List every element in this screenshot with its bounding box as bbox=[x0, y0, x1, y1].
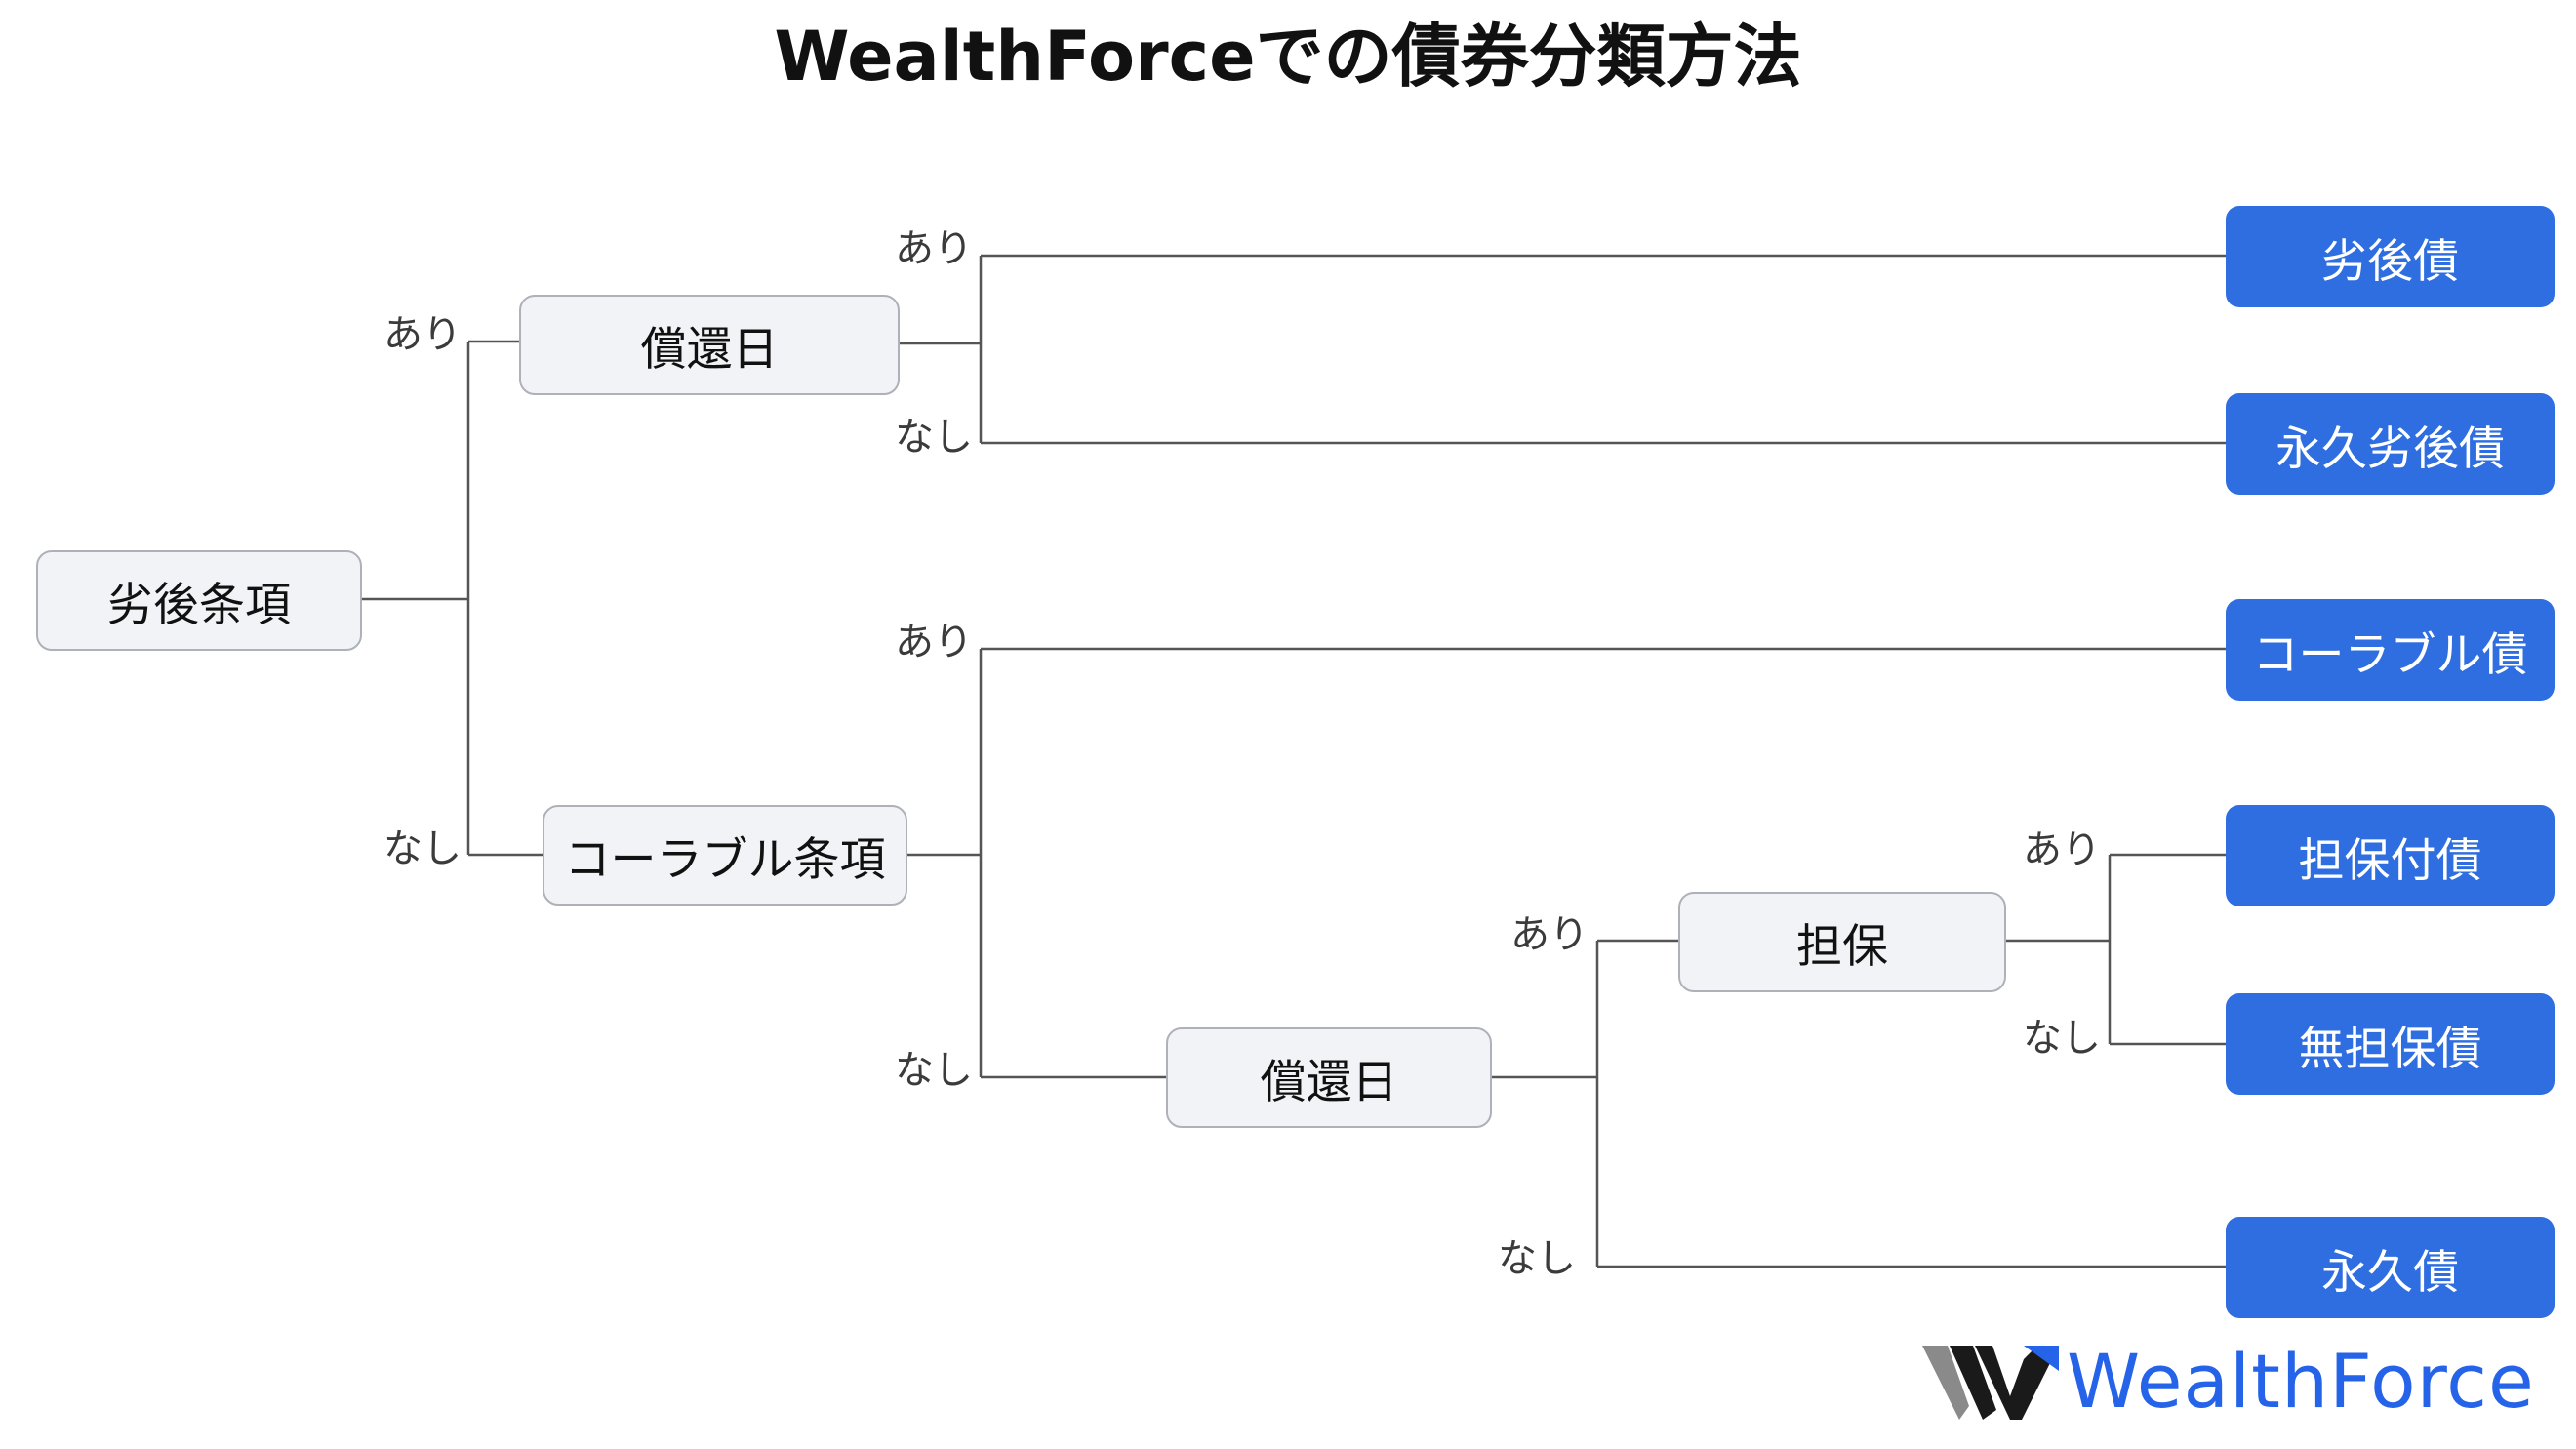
branch-label-no: なし bbox=[383, 826, 462, 871]
branch-label-yes: あり bbox=[895, 620, 973, 664]
leaf-subordinated-bond: 劣後債 bbox=[2226, 206, 2555, 307]
branch-label-yes: あり bbox=[2023, 827, 2101, 872]
branch-label-yes: あり bbox=[1510, 912, 1589, 957]
wealthforce-logo-text: WealthForce bbox=[2067, 1338, 2535, 1425]
node-maturity-date-top: 償還日 bbox=[519, 295, 900, 395]
wealthforce-logo: WealthForce bbox=[1922, 1338, 2556, 1425]
node-collateral: 担保 bbox=[1678, 892, 2006, 992]
leaf-unsecured-bond: 無担保債 bbox=[2226, 993, 2555, 1095]
wealthforce-logo-mark bbox=[1922, 1346, 2059, 1420]
node-callable-clause: コーラブル条項 bbox=[543, 805, 907, 906]
branch-label-no: なし bbox=[895, 415, 973, 460]
branch-label-no: なし bbox=[1498, 1236, 1576, 1281]
branch-label-yes: あり bbox=[383, 312, 462, 357]
page-title: WealthForceでの債券分類方法 bbox=[774, 17, 1802, 97]
node-maturity-date-bottom: 償還日 bbox=[1166, 1027, 1492, 1128]
branch-label-no: なし bbox=[895, 1048, 973, 1093]
leaf-callable-bond: コーラブル債 bbox=[2226, 599, 2555, 701]
leaf-perpetual-bond: 永久債 bbox=[2226, 1217, 2555, 1318]
node-subordination-clause: 劣後条項 bbox=[36, 550, 362, 651]
leaf-secured-bond: 担保付債 bbox=[2226, 805, 2555, 906]
branch-label-yes: あり bbox=[895, 226, 973, 271]
leaf-perpetual-subordinated-bond: 永久劣後債 bbox=[2226, 393, 2555, 495]
branch-label-no: なし bbox=[2023, 1016, 2101, 1061]
